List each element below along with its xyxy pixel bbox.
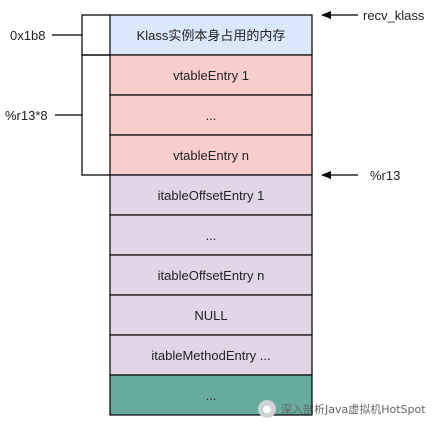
- wechat-icon: ●: [258, 400, 276, 418]
- memory-cell: ...: [109, 214, 313, 256]
- watermark: ● 深入剖析Java虚拟机HotSpot: [258, 397, 443, 421]
- memory-cell-label: ...: [206, 388, 217, 403]
- memory-cell-label: itableOffsetEntry n: [158, 268, 265, 283]
- memory-cell-label: Klass实例本身占用的内存: [137, 28, 286, 43]
- r13-label: %r13: [370, 168, 400, 183]
- memory-cell-box: [109, 374, 313, 416]
- klass-size-label: 0x1b8: [10, 28, 45, 43]
- memory-cell-label: itableMethodEntry ...: [151, 348, 270, 363]
- memory-cell: ...: [109, 374, 313, 416]
- memory-cell: vtableEntry 1: [109, 54, 313, 96]
- memory-cell: itableOffsetEntry n: [109, 254, 313, 296]
- memory-cell-box: [109, 14, 313, 56]
- memory-cell-label: ...: [206, 108, 217, 123]
- memory-cell: NULL: [109, 294, 313, 336]
- memory-cell-label: NULL: [194, 308, 227, 323]
- memory-cell: itableOffsetEntry 1: [109, 174, 313, 216]
- memory-cell: itableMethodEntry ...: [109, 334, 313, 376]
- memory-cell-label: vtableEntry n: [173, 148, 249, 163]
- memory-cell-label: vtableEntry 1: [173, 68, 249, 83]
- klass-size-bracket: [52, 14, 110, 56]
- memory-cell-label: ...: [206, 228, 217, 243]
- memory-cell-box: [109, 54, 313, 96]
- vtable-size-label: %r13*8: [5, 108, 48, 123]
- memory-cell: vtableEntry n: [109, 134, 313, 176]
- memory-cell-box: [109, 94, 313, 136]
- memory-cell-label: itableOffsetEntry 1: [158, 188, 265, 203]
- memory-cell: Klass实例本身占用的内存: [109, 14, 313, 56]
- memory-cell-box: [109, 214, 313, 256]
- memory-cell-box: [109, 294, 313, 336]
- memory-cell-box: [109, 134, 313, 176]
- memory-cell: ...: [109, 94, 313, 136]
- vtable-size-bracket: [55, 54, 110, 176]
- recv-klass-label: recv_klass: [363, 8, 425, 23]
- watermark-text: 深入剖析Java虚拟机HotSpot: [281, 403, 426, 416]
